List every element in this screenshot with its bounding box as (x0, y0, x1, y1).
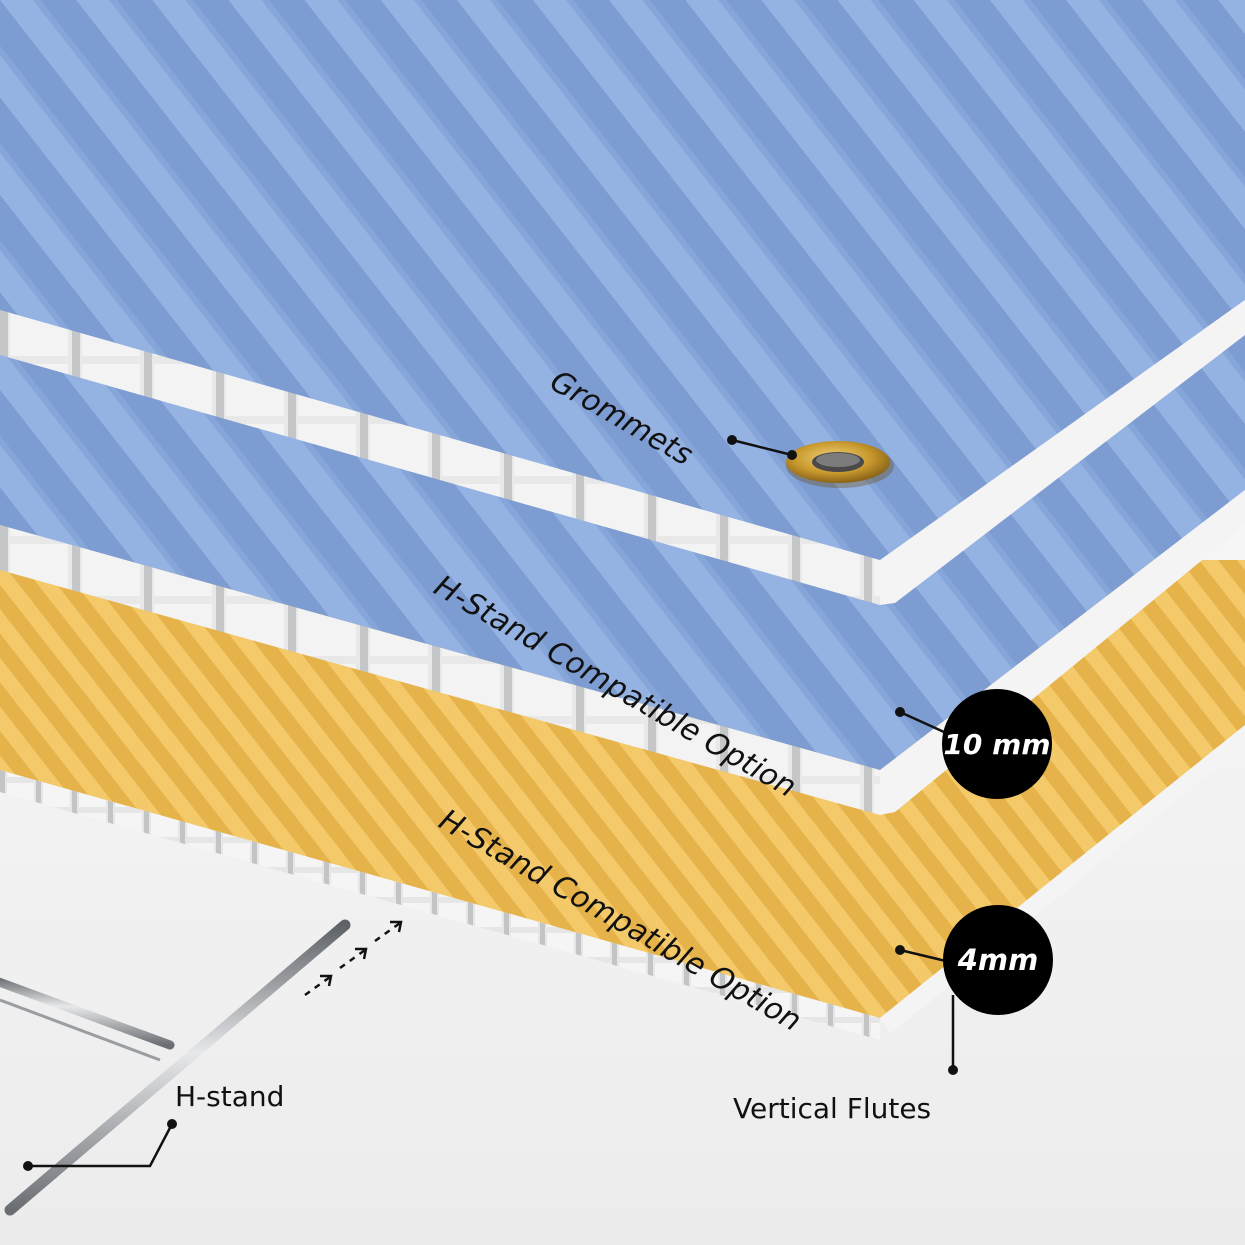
grommets-callout (727, 435, 797, 460)
thickness-badge-10mm: 10 mm (942, 689, 1052, 799)
thickness-badge-10mm-text: 10 mm (943, 728, 1050, 761)
sheet-4mm-core (0, 770, 880, 1040)
arrow-up-right-icon (304, 920, 403, 997)
sheet-top (0, 0, 1245, 605)
hstand-callout (23, 1119, 177, 1171)
vertical-flutes-callout (948, 995, 958, 1075)
sheet-top-face (0, 0, 1245, 560)
grommet-icon (786, 441, 894, 488)
sheet-10mm-core (0, 525, 880, 815)
vertical-flutes-label: Vertical Flutes (733, 1092, 931, 1125)
hstand-option-callout-bottom (895, 945, 951, 964)
sheet-top-edge (880, 300, 1245, 605)
sheet-top-core (0, 310, 880, 605)
thickness-badge-4mm-text: 4mm (957, 943, 1039, 977)
hstand-label: H-stand (175, 1080, 284, 1113)
h-stand-wire (0, 919, 351, 1216)
thickness-badge-4mm: 4mm (943, 905, 1053, 1015)
